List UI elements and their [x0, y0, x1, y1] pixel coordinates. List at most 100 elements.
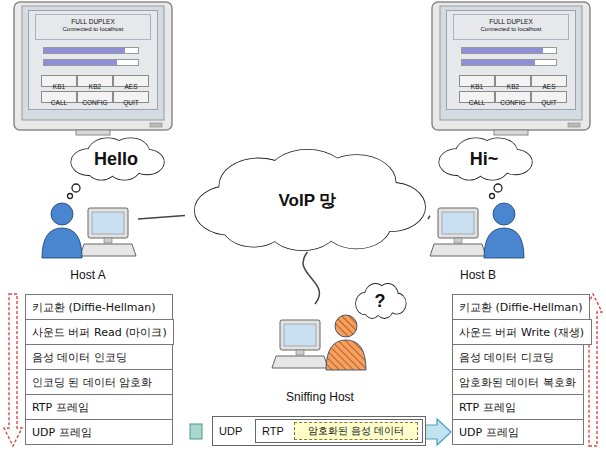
computer-screen: [284, 324, 316, 346]
node-text: RTP: [262, 425, 284, 437]
host-figure: [428, 196, 528, 260]
computer-neck: [296, 350, 304, 355]
person-head: [51, 203, 73, 225]
sniffing-computer: Sniffing Host: [270, 304, 370, 404]
node-text: UDP 프레임: [32, 425, 92, 440]
monitor-left: [14, 2, 172, 135]
node-text: FULL DUPLEX: [29, 18, 157, 25]
node-text: RTP 프레임: [459, 400, 516, 415]
person-body: [484, 228, 524, 258]
host-figure: [270, 308, 370, 372]
level-track: [43, 59, 139, 66]
node-text: KB1: [460, 83, 494, 90]
cloud-fill: [195, 150, 425, 251]
node-text: QUIT: [114, 99, 148, 106]
layer-box: 사운드 버퍼 Write (재생): [452, 319, 592, 345]
layer-box: 사운드 버퍼 Read (마이크): [25, 319, 174, 345]
node-text: 사운드 버퍼 Read (마이크): [32, 325, 167, 340]
level-bar: [462, 60, 535, 65]
computer-base: [80, 244, 136, 256]
host-figure-group: [430, 203, 524, 258]
app-button: CALL: [459, 91, 495, 103]
host-computer: Host B: [428, 192, 528, 282]
network-link: [303, 252, 319, 304]
app-button: KB2: [77, 75, 113, 87]
network-link: [138, 216, 185, 219]
node-text: ?: [375, 291, 386, 312]
node-text: UDP 프레임: [459, 425, 519, 440]
level-track: [461, 59, 557, 66]
computer-neck: [104, 238, 112, 243]
cloud-lobe: [222, 202, 286, 247]
app-button: KB2: [495, 75, 531, 87]
app-button: CALL: [41, 91, 77, 103]
person-body: [42, 228, 82, 258]
node-text: AES: [114, 83, 148, 90]
layer-box: RTP 프레임: [452, 394, 584, 420]
computer-screen: [92, 212, 124, 234]
person-body: [326, 340, 366, 370]
flow-arrow-down: [4, 294, 22, 446]
host-figure-group: [272, 315, 366, 370]
node-text: 음성 데이터 인코딩: [32, 350, 127, 365]
level-bar: [462, 48, 543, 53]
thought-bubble: ?: [352, 282, 408, 320]
node-text: Host B: [428, 268, 528, 282]
node-text: FULL DUPLEX: [447, 18, 575, 25]
person-head: [493, 203, 515, 225]
cloud-stroke: [356, 284, 406, 318]
layer-box: 암호화된 데이터 복호화: [452, 369, 584, 395]
network-cloud: VoIP 망: [185, 148, 430, 252]
level-bar: [44, 60, 117, 65]
speech-bubble: Hi~: [432, 136, 536, 182]
packet-rtp: RTP 암호화된 음성 데이터: [255, 419, 423, 443]
layer-box: UDP 프레임: [452, 419, 584, 445]
computer-screen: [442, 212, 474, 234]
computer-monitor: [88, 208, 128, 238]
computer-neck: [454, 238, 462, 243]
app-window: FULL DUPLEXConnected to localhostKB1KB2A…: [446, 10, 576, 110]
layer-box: 음성 데이터 디코딩: [452, 344, 584, 370]
layer-box: 키교환 (Diffie-Hellman): [25, 294, 173, 320]
cloud-fill: [71, 138, 164, 179]
app-button: KB1: [459, 75, 495, 87]
node-text: CALL: [460, 99, 494, 106]
app-window: FULL DUPLEXConnected to localhostKB1KB2A…: [28, 10, 158, 110]
cloud-fill: [439, 138, 532, 179]
cloud-stroke: [439, 138, 532, 179]
computer-base: [272, 356, 328, 368]
cloud-stroke: [195, 150, 425, 251]
node-text: CALL: [42, 99, 76, 106]
app-button: KB1: [41, 75, 77, 87]
computer-base: [430, 244, 486, 256]
host-computer: Host A: [38, 192, 138, 282]
cloud-fill: [356, 284, 406, 318]
node-text: Hi~: [470, 149, 499, 170]
node-text: 암호화된 음성 데이터: [308, 424, 404, 438]
app-button: QUIT: [113, 91, 149, 103]
node-text: 사운드 버퍼 Write (재생): [459, 325, 584, 340]
level-bar: [44, 48, 125, 53]
node-text: Connected to localhost: [447, 26, 575, 32]
layer-box: RTP 프레임: [25, 394, 173, 420]
person-head: [335, 315, 357, 337]
app-button: AES: [113, 75, 149, 87]
cloud-lobe: [222, 202, 286, 247]
host-figure: [38, 196, 138, 260]
node-text: VoIP 망: [279, 189, 337, 212]
speech-bubble: Hello: [64, 136, 168, 182]
node-text: 음성 데이터 디코딩: [459, 350, 554, 365]
node-text: QUIT: [532, 99, 566, 106]
level-track: [461, 47, 557, 54]
app-button: CONFIG: [77, 91, 113, 103]
node-text: 키교환 (Diffie-Hellman): [459, 300, 583, 315]
node-text: KB2: [496, 83, 530, 90]
node-text: Host A: [38, 268, 138, 282]
node-text: 키교환 (Diffie-Hellman): [32, 300, 156, 315]
node-text: 암호화된 데이터 복호화: [459, 375, 576, 390]
layer-box: 인코딩 된 데이터 암호화: [25, 369, 173, 395]
node-text: Connected to localhost: [29, 26, 157, 32]
network-link: [428, 216, 430, 219]
layer-box: 음성 데이터 인코딩: [25, 344, 173, 370]
